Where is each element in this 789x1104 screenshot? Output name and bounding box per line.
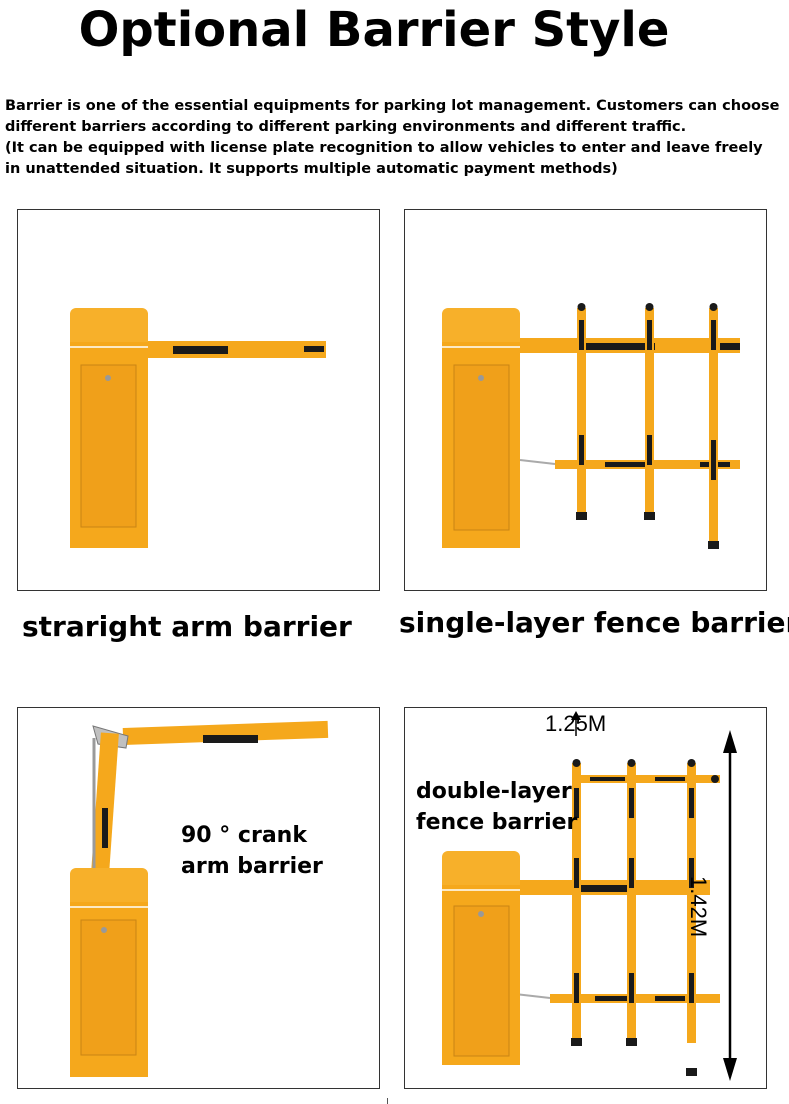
crank-arm-barrier-image — [70, 720, 329, 1077]
intro-line: different barriers according to differen… — [5, 119, 687, 135]
crank-arm-label-line: 90 ° crank — [181, 823, 307, 848]
crank-arm-label: 90 ° crank arm barrier — [181, 820, 323, 882]
double-fence-barrier-image — [442, 711, 737, 1081]
intro-line: Barrier is one of the essential equipmen… — [5, 98, 780, 114]
straight-arm-barrier-image — [70, 308, 326, 548]
intro-paragraph: Barrier is one of the essential equipmen… — [5, 96, 785, 180]
intro-line: in unattended situation. It supports mul… — [5, 161, 618, 177]
double-layer-label-line: fence barrier — [416, 810, 578, 835]
single-fence-barrier-image — [442, 303, 740, 549]
crank-arm-label-line: arm barrier — [181, 854, 323, 879]
crank-arm-barrier-panel: 90 ° crank arm barrier — [17, 707, 380, 1089]
page-title: Optional Barrier Style — [78, 2, 670, 58]
intro-line: (It can be equipped with license plate r… — [5, 140, 763, 156]
caption-single-fence: single-layer fence barrier — [399, 606, 789, 639]
double-layer-label: double-layer fence barrier — [416, 776, 577, 838]
single-layer-fence-panel — [404, 209, 767, 591]
page-edge-mark — [387, 1098, 388, 1104]
caption-straight-arm: straright arm barrier — [22, 610, 352, 643]
double-layer-label-line: double-layer — [416, 779, 572, 804]
straight-arm-barrier-panel — [17, 209, 380, 591]
double-layer-fence-panel: 1.25M 1.42M double-layer fence barrier — [404, 707, 767, 1089]
width-dimension-label: 1.25M — [545, 711, 607, 736]
height-dimension-label: 1.42M — [686, 876, 711, 938]
